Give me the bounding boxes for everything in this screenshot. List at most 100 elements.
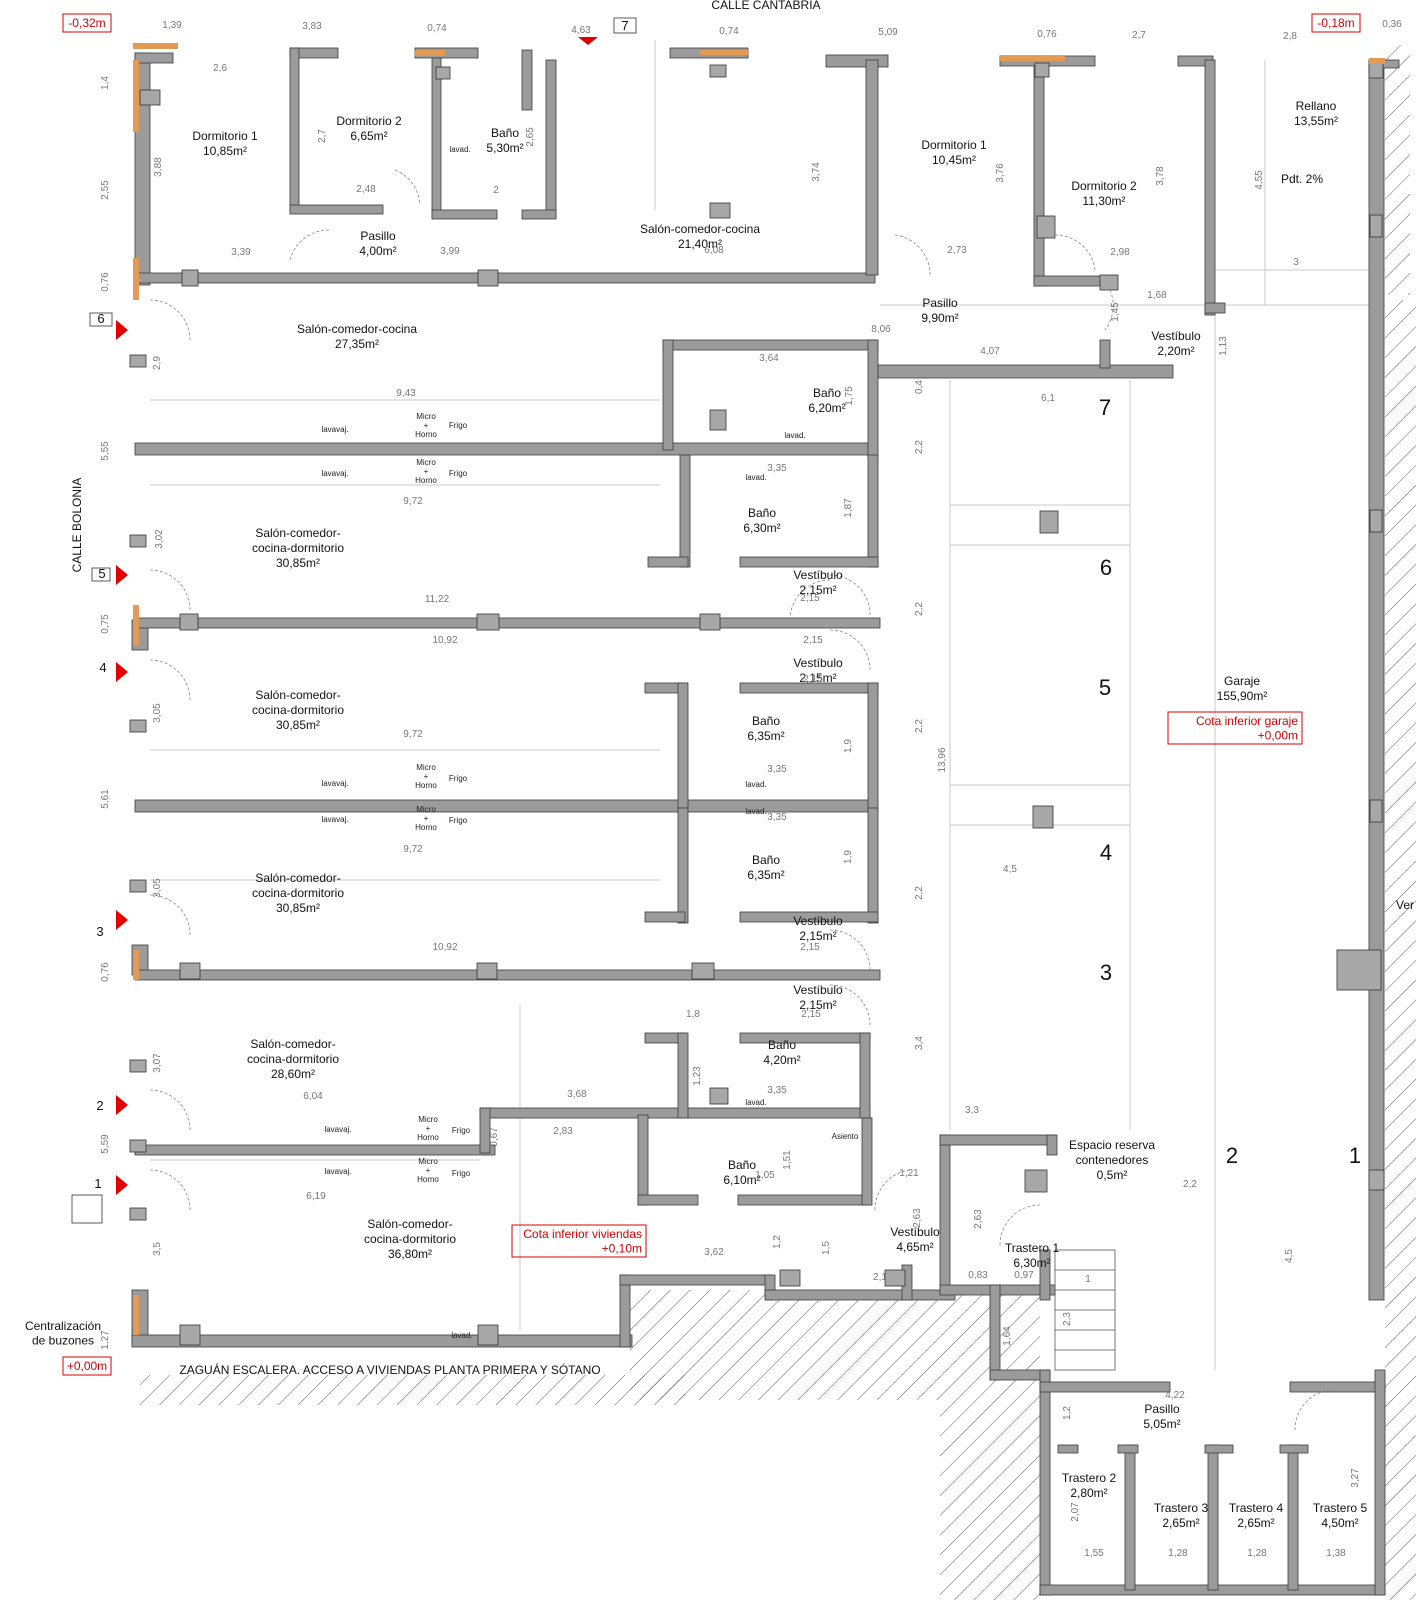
dim-inner: 8,06: [871, 324, 891, 335]
fixture-lavavaj: lavavaj.: [324, 1125, 351, 1134]
parking-number: 1: [1349, 1143, 1361, 1168]
parking-number: 6: [1100, 555, 1112, 580]
dim-left: 3,02: [154, 529, 165, 549]
fixture-micro: Micro+Horno: [415, 458, 437, 485]
dim-inner: 2,98: [1110, 247, 1130, 258]
windows: [133, 43, 1385, 1335]
dim-inner: 2,48: [356, 184, 376, 195]
dim-inner: 2,15: [803, 635, 823, 646]
parking-number: 4: [1100, 840, 1112, 865]
dim-inner: 2,1: [873, 1272, 887, 1283]
dim-left: 5,59: [100, 1134, 111, 1154]
stairs: [1054, 1249, 1116, 1371]
dim-top: 3,83: [302, 21, 322, 32]
dim-top: 4,63: [571, 25, 591, 36]
street-left: CALLE BOLONIA: [70, 478, 84, 573]
dim-inner: 9,43: [396, 388, 416, 399]
dim-inner: 1,28: [1168, 1548, 1188, 1559]
dim-left: 1,27: [100, 1330, 111, 1350]
entrance-arrows: [116, 37, 598, 1195]
dim-left: 3,5: [152, 1242, 163, 1256]
entrance-number: 1: [94, 1176, 101, 1191]
dim-top: 0,74: [427, 23, 447, 34]
level-garage: Cota inferior garaje+0,00m: [1196, 714, 1298, 742]
fixture-lavavaj: lavavaj.: [321, 425, 348, 434]
dim-inner: 10,92: [432, 635, 457, 646]
parking-number: 7: [1099, 395, 1111, 420]
entrance-number: 2: [96, 1098, 103, 1113]
entrance-number: 4: [99, 660, 106, 675]
hatch-topright: [1385, 45, 1410, 295]
dim-inner: 3,39: [231, 247, 251, 258]
dim-inner: 6,1: [1041, 393, 1055, 404]
entrance-number: 3: [96, 924, 103, 939]
dim-inner: 1,28: [1247, 1548, 1267, 1559]
dim-left: 2,9: [152, 356, 163, 370]
dim-inner: 2,3: [1062, 1312, 1073, 1326]
dim-left: 0,76: [100, 962, 111, 982]
dim-inner: 0,83: [968, 1270, 988, 1281]
dim-inner: 2,63: [912, 1208, 923, 1228]
dim-inner: 2,2: [1183, 1179, 1197, 1190]
dim-left: 0,76: [100, 272, 111, 292]
fixture-lavavaj: lavavaj.: [321, 469, 348, 478]
dim-inner: 1,68: [1147, 290, 1167, 301]
fixture-frigo: Frigo: [449, 469, 468, 478]
dim-inner: 2,2: [914, 440, 925, 454]
dim-inner: 3: [1293, 257, 1299, 268]
door-swings: [149, 169, 1331, 1431]
dim-inner: 4,55: [1254, 170, 1265, 190]
dim-inner: 1,21: [899, 1168, 919, 1179]
dim-inner: 6,04: [303, 1091, 323, 1102]
parking-number: 2: [1226, 1143, 1238, 1168]
dim-inner: 1,9: [843, 739, 854, 753]
dim-inner: 3,62: [704, 1247, 724, 1258]
dim-top: 0,36: [1382, 19, 1402, 30]
dim-inner: 10,92: [432, 942, 457, 953]
parking-number: 3: [1100, 960, 1112, 985]
dim-inner: 2,07: [1070, 1502, 1081, 1522]
level-boxes: [62, 13, 1361, 1376]
dim-top: 2,7: [1132, 30, 1146, 41]
dim-inner: 4,5: [1003, 864, 1017, 875]
fixture-lavavaj: lavavaj.: [321, 815, 348, 824]
fixture-lavad: lavad.: [745, 1098, 766, 1107]
fixture-frigo: Frigo: [449, 421, 468, 430]
dim-inner: 0,4: [914, 380, 925, 394]
fixture-lavavaj: lavavaj.: [324, 1167, 351, 1176]
dim-inner: 9,72: [403, 729, 423, 740]
hatch-bottom-mid: [630, 1290, 940, 1400]
fixture-lavad: lavad.: [745, 473, 766, 482]
dim-inner: 1,2: [1062, 1406, 1073, 1420]
dim-left: 5,55: [100, 441, 111, 461]
dim-inner: 2,2: [914, 719, 925, 733]
fixture-lavavaj: lavavaj.: [321, 779, 348, 788]
dim-inner: 0,97: [1014, 1270, 1034, 1281]
dim-inner: 1,5: [821, 1241, 832, 1255]
level-bottom-left: +0,00m: [67, 1359, 107, 1373]
dim-left: 3,07: [152, 1053, 163, 1073]
